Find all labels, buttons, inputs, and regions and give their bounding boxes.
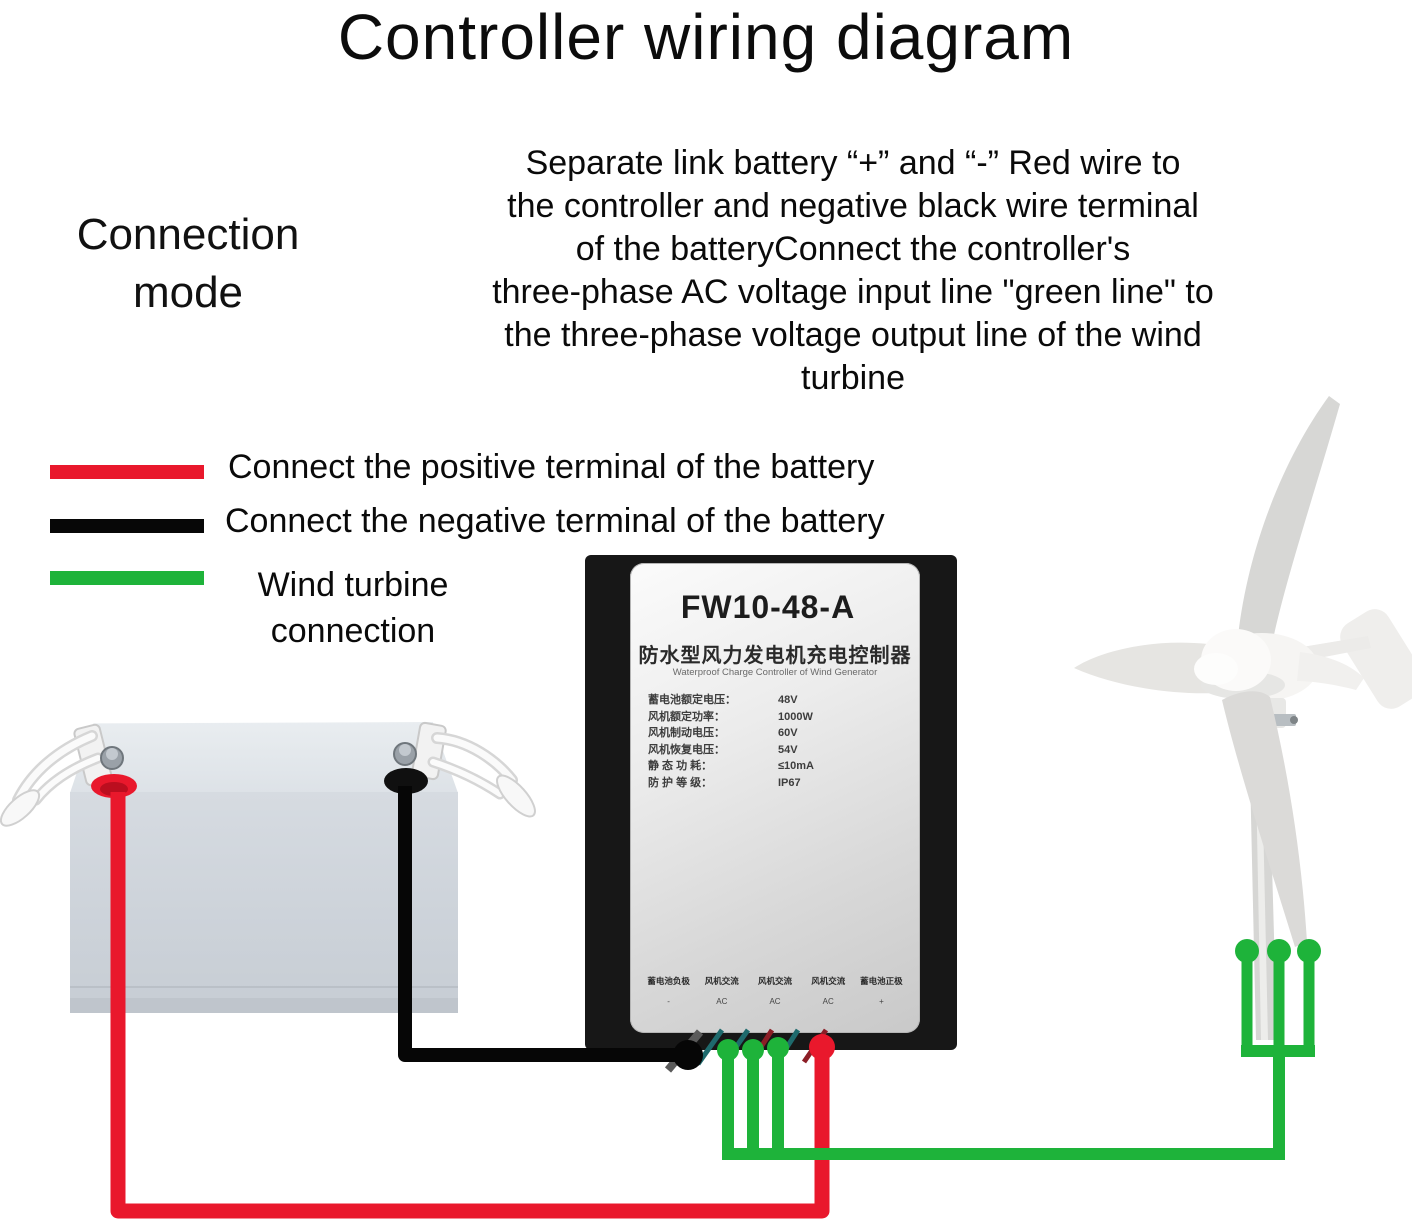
- turbine-wire-label: Wind turbine connection: [257, 566, 449, 650]
- description-line: three-phase AC voltage input line "green…: [492, 273, 1214, 311]
- controller-title-cn: 防水型风力发电机充电控制器: [638, 645, 912, 667]
- turbine-wire-connector: [1235, 939, 1259, 963]
- description-line: the three-phase voltage output line of t…: [504, 316, 1202, 354]
- controller-model: FW10-48-A: [680, 589, 856, 625]
- description-line: turbine: [801, 359, 905, 397]
- turbine-blade-left: [1074, 642, 1252, 694]
- turbine-wire-connector: [1267, 939, 1291, 963]
- spec-row: 防 护 等 级：IP67: [648, 776, 801, 789]
- turbine-blade-up: [1236, 396, 1340, 666]
- spec-row: 风机额定功率：1000W: [648, 710, 813, 723]
- controller-label: FW10-48-A 防水型风力发电机充电控制器 Waterproof Charg…: [630, 563, 920, 1033]
- battery-seam: [70, 986, 458, 988]
- description-line: the controller and negative black wire t…: [507, 187, 1199, 225]
- page-title: Controller wiring diagram: [337, 1, 1075, 73]
- description-line: of the batteryConnect the controller's: [575, 230, 1131, 268]
- wind-turbine: [1074, 396, 1412, 1040]
- connection-mode-label: Connection mode: [76, 210, 300, 317]
- turbine-tail-boom: [1284, 636, 1371, 664]
- description: Separate link battery “+” and “-” Red wi…: [388, 142, 1318, 400]
- turbine-nacelle: [1206, 633, 1318, 701]
- controller-terminal-symbols: - AC AC AC +: [667, 997, 884, 1006]
- turbine-bracket: [1258, 698, 1286, 728]
- controller-title-en: Waterproof Charge Controller of Wind Gen…: [672, 667, 878, 678]
- negative-wire-swatch: [50, 519, 204, 533]
- turbine-wire-connector: [1297, 939, 1321, 963]
- positive-wire-swatch: [50, 465, 204, 479]
- controller-specs: 蓄电池额定电压：48V 风机额定功率：1000W 风机制动电压：60V 风机恢复…: [648, 691, 912, 790]
- battery-top-face: [70, 722, 458, 793]
- turbine-wire-swatch: [50, 571, 204, 585]
- spec-row: 风机制动电压：60V: [648, 727, 798, 739]
- negative-wire-label: Connect the negative terminal of the bat…: [225, 502, 885, 540]
- turbine-hub: [1201, 629, 1271, 691]
- description-line: Separate link battery “+” and “-” Red wi…: [525, 144, 1181, 182]
- turbine-pole: [1249, 726, 1277, 1040]
- spec-row: 蓄电池额定电压：48V: [648, 694, 798, 706]
- battery-bottom-edge: [70, 998, 458, 1013]
- battery: [70, 792, 458, 1013]
- turbine-tail-fin: [1340, 609, 1412, 709]
- positive-wire-label: Connect the positive terminal of the bat…: [228, 448, 875, 486]
- spec-row: 静 态 功 耗：≤10mA: [648, 760, 814, 772]
- turbine-blade-down: [1222, 691, 1307, 947]
- controller-terminal-labels: 蓄电池负极 风机交流 风机交流 风机交流 蓄电池正极: [647, 976, 903, 986]
- spec-row: 风机恢复电压：54V: [648, 743, 798, 756]
